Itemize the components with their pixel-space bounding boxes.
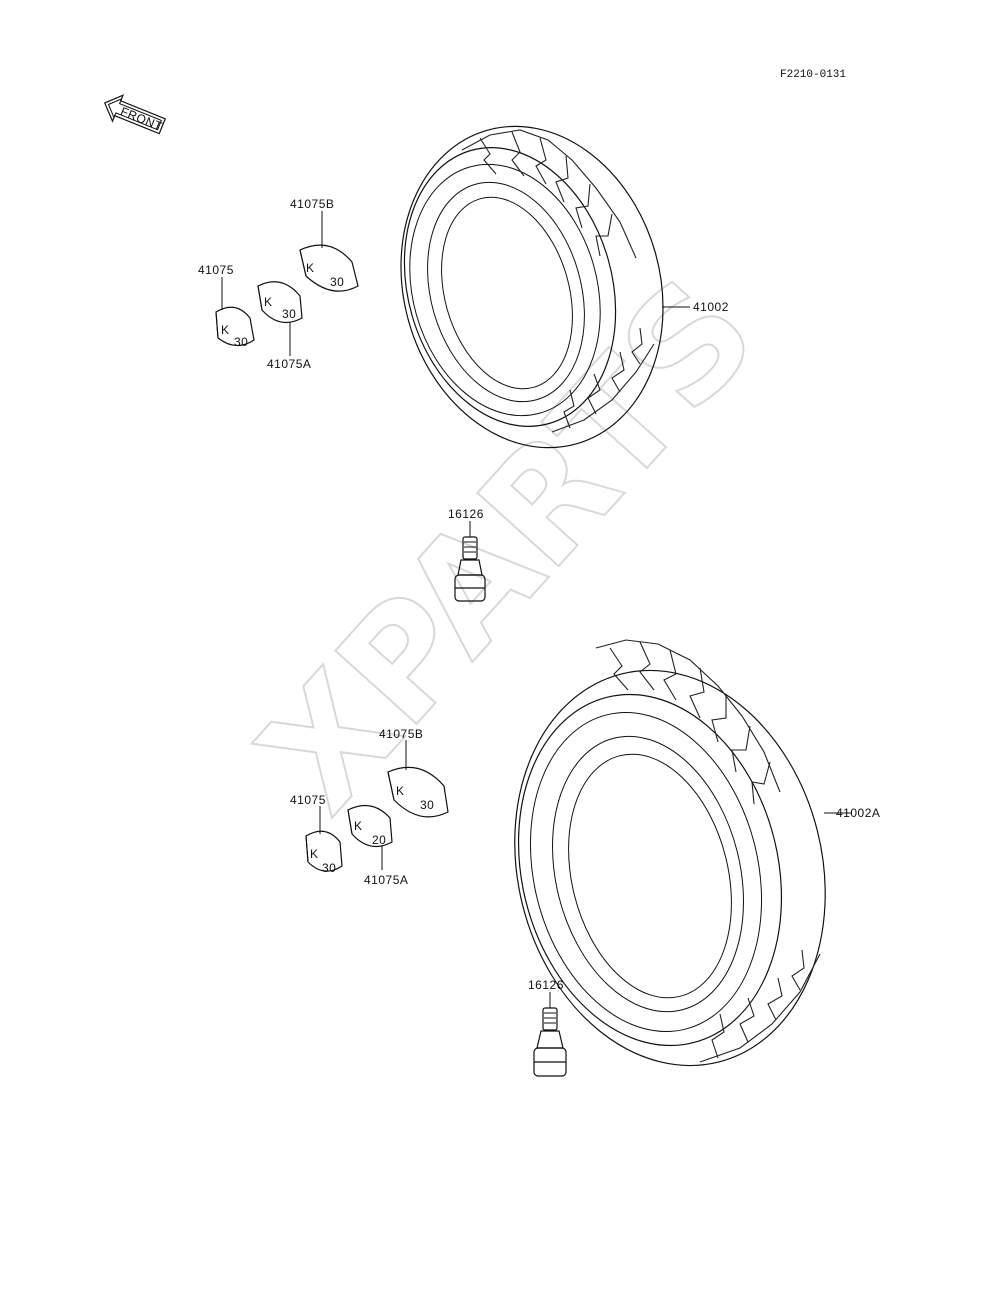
svg-text:20: 20	[372, 833, 386, 847]
label-tire-rear: 41002A	[836, 806, 880, 820]
label-valve-upper: 16126	[448, 507, 484, 521]
diagram-code: F2210-0131	[780, 69, 846, 81]
label-valve-lower: 16126	[528, 978, 564, 992]
tire-rear	[514, 639, 826, 1067]
balance-weight-a-lower: K 20	[347, 804, 393, 848]
svg-text:30: 30	[420, 798, 434, 812]
tire-front	[400, 125, 664, 449]
balance-weight-plain-lower: K 30	[305, 830, 343, 875]
balance-weight-plain-upper: K 30	[215, 306, 255, 349]
label-weight-b-lower: 41075B	[379, 727, 423, 741]
svg-text:K: K	[396, 784, 405, 798]
valve-stem-upper	[454, 536, 486, 602]
svg-text:30: 30	[322, 861, 336, 875]
watermark: XPARTS	[227, 247, 789, 844]
label-weight-a-lower: 41075A	[364, 873, 408, 887]
svg-text:K: K	[310, 847, 319, 861]
label-tire-front: 41002	[693, 300, 729, 314]
balance-weight-b-upper: K 30	[299, 244, 359, 292]
svg-text:K: K	[354, 819, 363, 833]
svg-text:K: K	[264, 295, 273, 309]
svg-text:K: K	[306, 261, 315, 275]
balance-weight-b-lower: K 30	[387, 766, 449, 818]
label-weight-plain-upper: 41075	[198, 263, 234, 277]
svg-text:30: 30	[282, 307, 296, 321]
svg-text:K: K	[221, 323, 230, 337]
front-arrow-icon: FRONT	[103, 94, 167, 135]
svg-text:30: 30	[234, 335, 248, 349]
label-weight-a-upper: 41075A	[267, 357, 311, 371]
label-weight-plain-lower: 41075	[290, 793, 326, 807]
balance-weight-a-upper: K 30	[257, 281, 303, 324]
label-weight-b-upper: 41075B	[290, 197, 334, 211]
valve-stem-lower	[533, 1007, 567, 1077]
svg-text:30: 30	[330, 275, 344, 289]
